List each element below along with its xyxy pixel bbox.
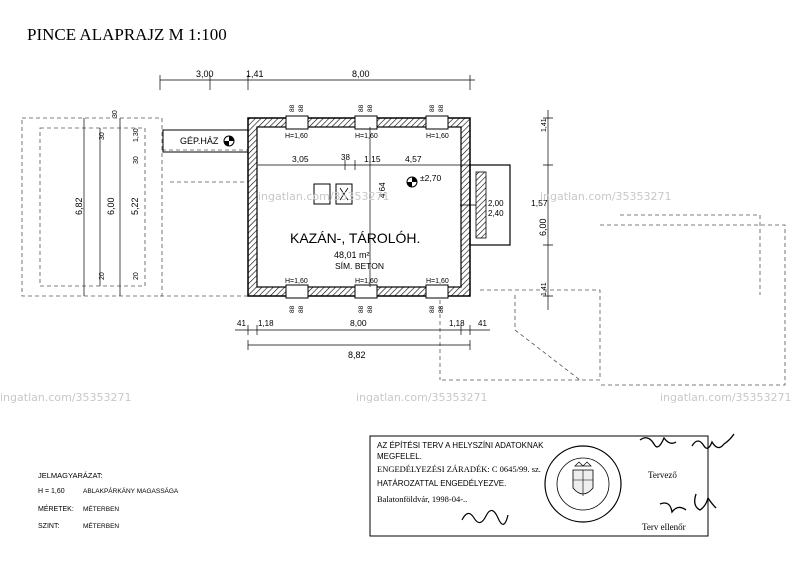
window-dims: 88 88 88 88 88 88 88 88 88 88 88 88: [289, 104, 445, 313]
sill-labels: H=1,60 H=1,60 H=1,60 H=1,60 H=1,60 H=1,6…: [285, 133, 449, 285]
dim-88: 88: [438, 305, 445, 313]
sill-label: H=1,60: [285, 278, 308, 285]
dim-inner-h1: 4,64: [378, 182, 387, 198]
stamp-line-4: HATÁROZATTAL ENGEDÉLYEZVE.: [377, 479, 506, 488]
dim-88: 88: [298, 104, 305, 112]
level-marker: [223, 135, 418, 188]
stamp-signature: [461, 509, 509, 525]
dim-right-side: 6,00: [538, 218, 548, 236]
dim-bottom-b: 1,18: [258, 319, 274, 328]
watermark: ingatlan.com/35353271: [258, 190, 390, 203]
dim-88: 88: [289, 305, 296, 313]
sill-label: H=1,60: [426, 133, 449, 140]
sill-label: H=1,60: [285, 133, 308, 140]
dim-left-30c: 30: [133, 156, 140, 164]
designer-signature: [639, 433, 735, 449]
dim-88: 88: [358, 104, 365, 112]
dim-left-30b: 30: [99, 132, 106, 140]
dim-left-20b: 20: [133, 272, 140, 280]
dim-right-mid: 1,57: [531, 198, 548, 208]
dim-bottom-d: 1,18: [449, 319, 465, 328]
checker-signature: [659, 493, 717, 514]
dim-inner-w3: 1,15: [364, 154, 381, 164]
dim-bottom-e: 41: [478, 319, 487, 328]
adjacent-structures: [21, 117, 786, 386]
stamp-line-3: ENGEDÉLYEZÉSI ZÁRADÉK: C 0645/99. sz.: [377, 464, 541, 474]
level-label: ±2,70: [420, 173, 441, 183]
dim-right-top: 1,41: [541, 118, 548, 132]
dim-inner-w4: 4,57: [405, 154, 422, 164]
dim-left-inner: 5,22: [130, 197, 140, 215]
stamp-line-5: Balatonföldvár, 1998-04-..: [377, 494, 467, 504]
watermark: ingatlan.com/35353271: [660, 391, 792, 404]
watermark: ingatlan.com/35353271: [540, 190, 672, 203]
dim-left-130: 1,30: [133, 128, 140, 142]
legend-title: JELMAGYARÁZAT:: [38, 471, 103, 480]
dim-88: 88: [429, 305, 436, 313]
dim-left-30a: 30: [112, 110, 119, 118]
municipal-seal: [544, 445, 622, 523]
legend-row2-key: MÉRETEK:: [38, 504, 74, 513]
dim-right-door-h: 2,40: [488, 209, 504, 218]
boiler-symbols: [313, 183, 353, 205]
dim-inner-w2: 38: [341, 153, 350, 162]
sill-label: H=1,60: [355, 278, 378, 285]
dim-top-3: 8,00: [352, 69, 370, 79]
room-floor: SÍM. BETON: [335, 261, 384, 271]
dim-left-mid: 6,00: [106, 197, 116, 215]
dim-top-2: 1,41: [246, 69, 264, 79]
watermark: ingatlan.com/35353271: [0, 391, 132, 404]
room-area: 48,01 m²: [334, 250, 370, 260]
plan-title: PINCE ALAPRAJZ M 1:100: [27, 25, 227, 44]
watermark: ingatlan.com/35353271: [356, 391, 488, 404]
dim-88: 88: [367, 104, 374, 112]
stamp-line-1: AZ ÉPÍTÉSI TERV A HELYSZÍNI ADATOKNAK: [377, 441, 544, 450]
dim-bottom-a: 41: [237, 319, 246, 328]
stamp-line-2: MEGFELEL.: [377, 452, 422, 461]
dim-inner-w1: 3,05: [292, 154, 309, 164]
designer-label: Tervező: [648, 470, 677, 480]
dim-88: 88: [429, 104, 436, 112]
legend-row1-val: ABLAKPÁRKÁNY MAGASSÁGA: [83, 486, 179, 495]
sill-label: H=1,60: [355, 133, 378, 140]
checker-label: Terv ellenőr: [642, 522, 686, 532]
legend-row2-val: MÉTERBEN: [83, 504, 119, 513]
dim-88: 88: [298, 305, 305, 313]
dim-top-1: 3,00: [196, 69, 214, 79]
dim-88: 88: [289, 104, 296, 112]
dim-right-bottom: 1,41: [541, 282, 548, 296]
legend-row1-key: H = 1,60: [38, 488, 65, 495]
dim-88: 88: [358, 305, 365, 313]
legend-row3-val: MÉTERBEN: [83, 521, 119, 530]
room-name: KAZÁN-, TÁROLÓH.: [290, 230, 420, 246]
dimension-lines: [83, 75, 553, 350]
legend-row3-key: SZINT:: [38, 523, 59, 530]
dim-left-outer: 6,82: [74, 197, 84, 215]
dim-left-20a: 20: [99, 272, 106, 280]
dim-88: 88: [438, 104, 445, 112]
dim-bottom-total: 8,82: [348, 350, 366, 360]
dim-right-door-w: 2,00: [488, 199, 504, 208]
machine-room-label: GÉP.HÁZ: [180, 136, 219, 146]
approval-stamp-box: [369, 435, 709, 537]
dim-bottom-c: 8,00: [350, 318, 367, 328]
dim-88: 88: [367, 305, 374, 313]
sill-label: H=1,60: [426, 278, 449, 285]
windows: [285, 115, 449, 299]
